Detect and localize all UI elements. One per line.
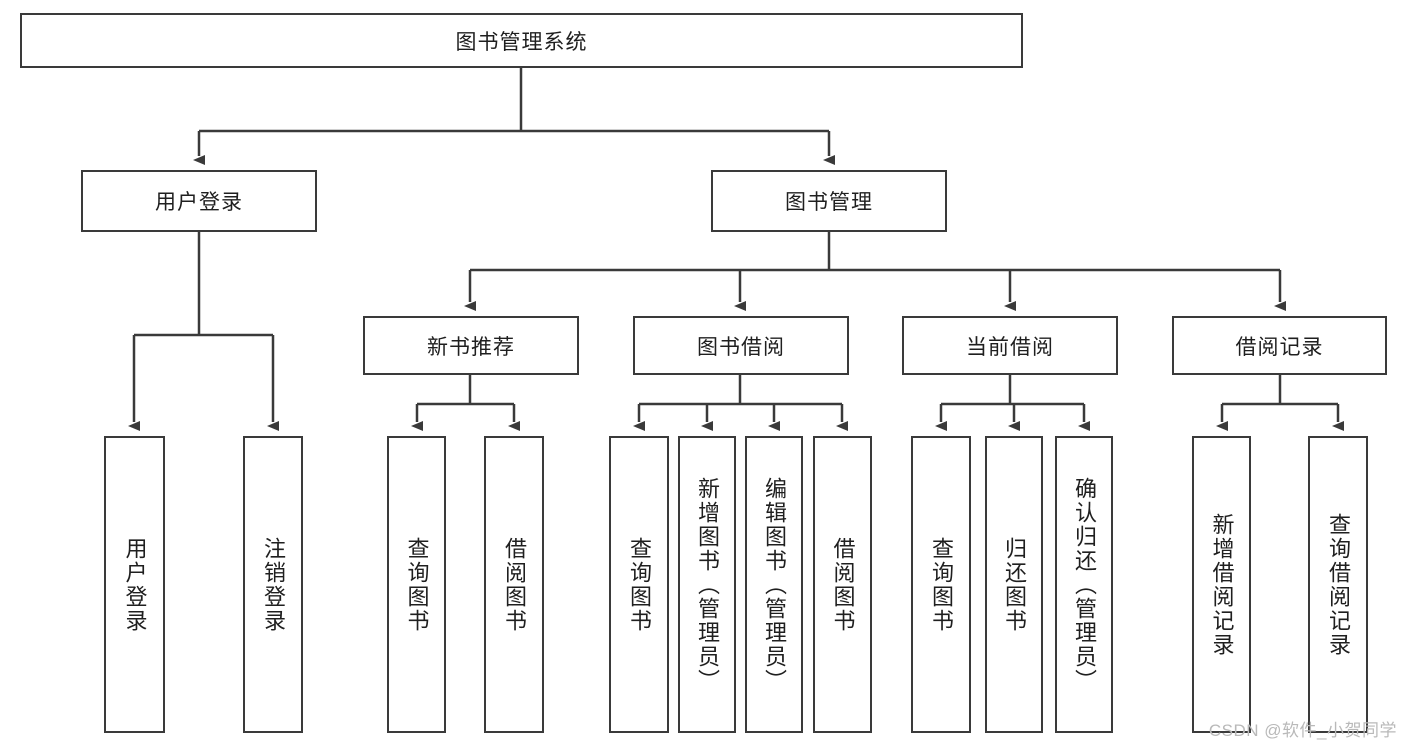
leaf-edit-book-admin-label: 编辑图书（管理员）	[762, 476, 787, 693]
leaf-borrow-book-label: 借阅图书	[830, 536, 856, 633]
leaf-user-login-label: 用户登录	[122, 536, 148, 633]
leaf-add-book-admin[interactable]: 新增图书（管理员）	[678, 436, 736, 733]
leaf-return-book-label: 归还图书	[1002, 536, 1027, 633]
node-root-label: 图书管理系统	[455, 30, 588, 54]
node-new-book-recommend-label: 新书推荐	[427, 335, 515, 359]
leaf-edit-book-admin[interactable]: 编辑图书（管理员）	[745, 436, 803, 733]
node-book-management[interactable]: 图书管理	[711, 170, 947, 232]
leaf-logout-label: 注销登录	[261, 536, 286, 633]
node-book-borrow-label: 图书借阅	[697, 335, 785, 359]
leaf-add-borrow-record[interactable]: 新增借阅记录	[1192, 436, 1251, 733]
leaf-query-borrow-record-label: 查询借阅记录	[1326, 512, 1351, 657]
leaf-query-book-recommend-label: 查询图书	[404, 536, 430, 633]
leaf-borrow-book[interactable]: 借阅图书	[813, 436, 872, 733]
node-borrow-record-label: 借阅记录	[1235, 335, 1324, 359]
node-book-borrow[interactable]: 图书借阅	[633, 316, 849, 375]
leaf-add-borrow-record-label: 新增借阅记录	[1209, 512, 1235, 657]
node-new-book-recommend[interactable]: 新书推荐	[363, 316, 579, 375]
node-current-borrow-label: 当前借阅	[966, 335, 1054, 359]
leaf-query-book-borrow-label: 查询图书	[627, 536, 652, 633]
leaf-query-book-current-label: 查询图书	[929, 536, 954, 633]
leaf-query-borrow-record[interactable]: 查询借阅记录	[1308, 436, 1368, 733]
node-borrow-record[interactable]: 借阅记录	[1172, 316, 1387, 375]
node-user-login[interactable]: 用户登录	[81, 170, 317, 232]
node-current-borrow[interactable]: 当前借阅	[902, 316, 1118, 375]
leaf-confirm-return-admin-label: 确认归还（管理员）	[1072, 476, 1097, 693]
node-book-management-label: 图书管理	[785, 191, 873, 214]
leaf-add-book-admin-label: 新增图书（管理员）	[695, 476, 720, 693]
leaf-return-book[interactable]: 归还图书	[985, 436, 1043, 733]
leaf-query-book-current[interactable]: 查询图书	[911, 436, 971, 733]
leaf-confirm-return-admin[interactable]: 确认归还（管理员）	[1055, 436, 1113, 733]
leaf-user-login[interactable]: 用户登录	[104, 436, 165, 733]
node-user-login-label: 用户登录	[155, 191, 243, 214]
leaf-query-book-recommend[interactable]: 查询图书	[387, 436, 446, 733]
node-root[interactable]: 图书管理系统	[20, 13, 1023, 68]
leaf-logout[interactable]: 注销登录	[243, 436, 303, 733]
leaf-borrow-book-recommend-label: 借阅图书	[502, 536, 527, 633]
leaf-borrow-book-recommend[interactable]: 借阅图书	[484, 436, 544, 733]
leaf-query-book-borrow[interactable]: 查询图书	[609, 436, 669, 733]
watermark-text: CSDN @软件_小贺同学	[1208, 721, 1397, 740]
